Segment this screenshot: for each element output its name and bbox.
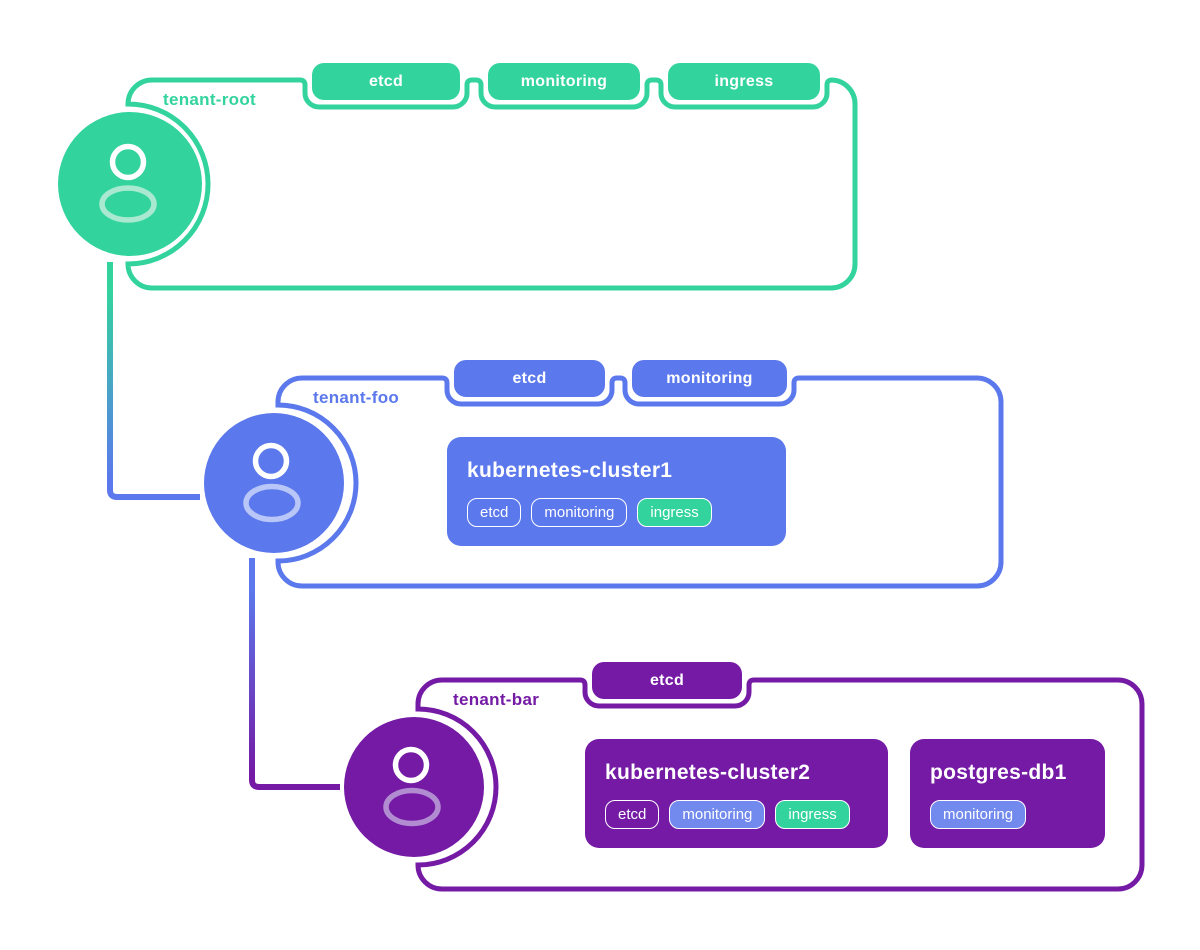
tenant-foo-avatar bbox=[204, 413, 344, 553]
tenant-bar-label: tenant-bar bbox=[453, 690, 540, 709]
tag-etcd: etcd bbox=[605, 800, 660, 829]
avatar-circle bbox=[204, 413, 344, 553]
tenant-root-avatar bbox=[58, 112, 202, 256]
resource-card-postgres-db1: postgres-db1 monitoring bbox=[910, 739, 1105, 848]
resource-title: postgres-db1 bbox=[930, 761, 1067, 784]
tenant-foo-tag-etcd: etcd bbox=[454, 360, 605, 397]
tenant-foo-label: tenant-foo bbox=[313, 388, 400, 407]
tenant-root-tag-monitoring: monitoring bbox=[488, 63, 640, 100]
resource-tags: etcd monitoring ingress bbox=[605, 800, 870, 829]
resource-tags: monitoring bbox=[930, 800, 1087, 829]
tenant-bar-avatar bbox=[344, 717, 484, 857]
tenant-bar-border bbox=[415, 677, 1145, 892]
tenant-root-label: tenant-root bbox=[163, 90, 257, 109]
tenant-root-tag-etcd: etcd bbox=[312, 63, 460, 100]
resource-card-kubernetes-cluster1: kubernetes-cluster1 etcd monitoring ingr… bbox=[447, 437, 786, 546]
avatar-circle bbox=[344, 717, 484, 857]
avatar-circle bbox=[58, 112, 202, 256]
tag-ingress: ingress bbox=[775, 800, 850, 829]
user-icon bbox=[99, 143, 157, 223]
tag-monitoring: monitoring bbox=[669, 800, 766, 829]
resource-title: kubernetes-cluster2 bbox=[605, 761, 811, 784]
resource-title: kubernetes-cluster1 bbox=[467, 459, 673, 482]
user-icon bbox=[243, 442, 301, 523]
connector-foo-to-bar bbox=[249, 558, 340, 790]
tag-monitoring: monitoring bbox=[930, 800, 1027, 829]
tenant-root-tag-ingress: ingress bbox=[668, 63, 820, 100]
tag-monitoring: monitoring bbox=[531, 498, 628, 527]
connector-root-to-foo bbox=[107, 262, 200, 500]
tenant-foo-border bbox=[275, 375, 1004, 589]
tenant-bar-tag-etcd: etcd bbox=[592, 662, 742, 699]
tenant-foo-tag-monitoring: monitoring bbox=[632, 360, 787, 397]
tag-etcd: etcd bbox=[467, 498, 522, 527]
user-icon bbox=[383, 746, 441, 827]
resource-tags: etcd monitoring ingress bbox=[467, 498, 768, 527]
tenant-root-border bbox=[125, 77, 858, 291]
tag-ingress: ingress bbox=[637, 498, 712, 527]
resource-card-kubernetes-cluster2: kubernetes-cluster2 etcd monitoring ingr… bbox=[585, 739, 888, 848]
